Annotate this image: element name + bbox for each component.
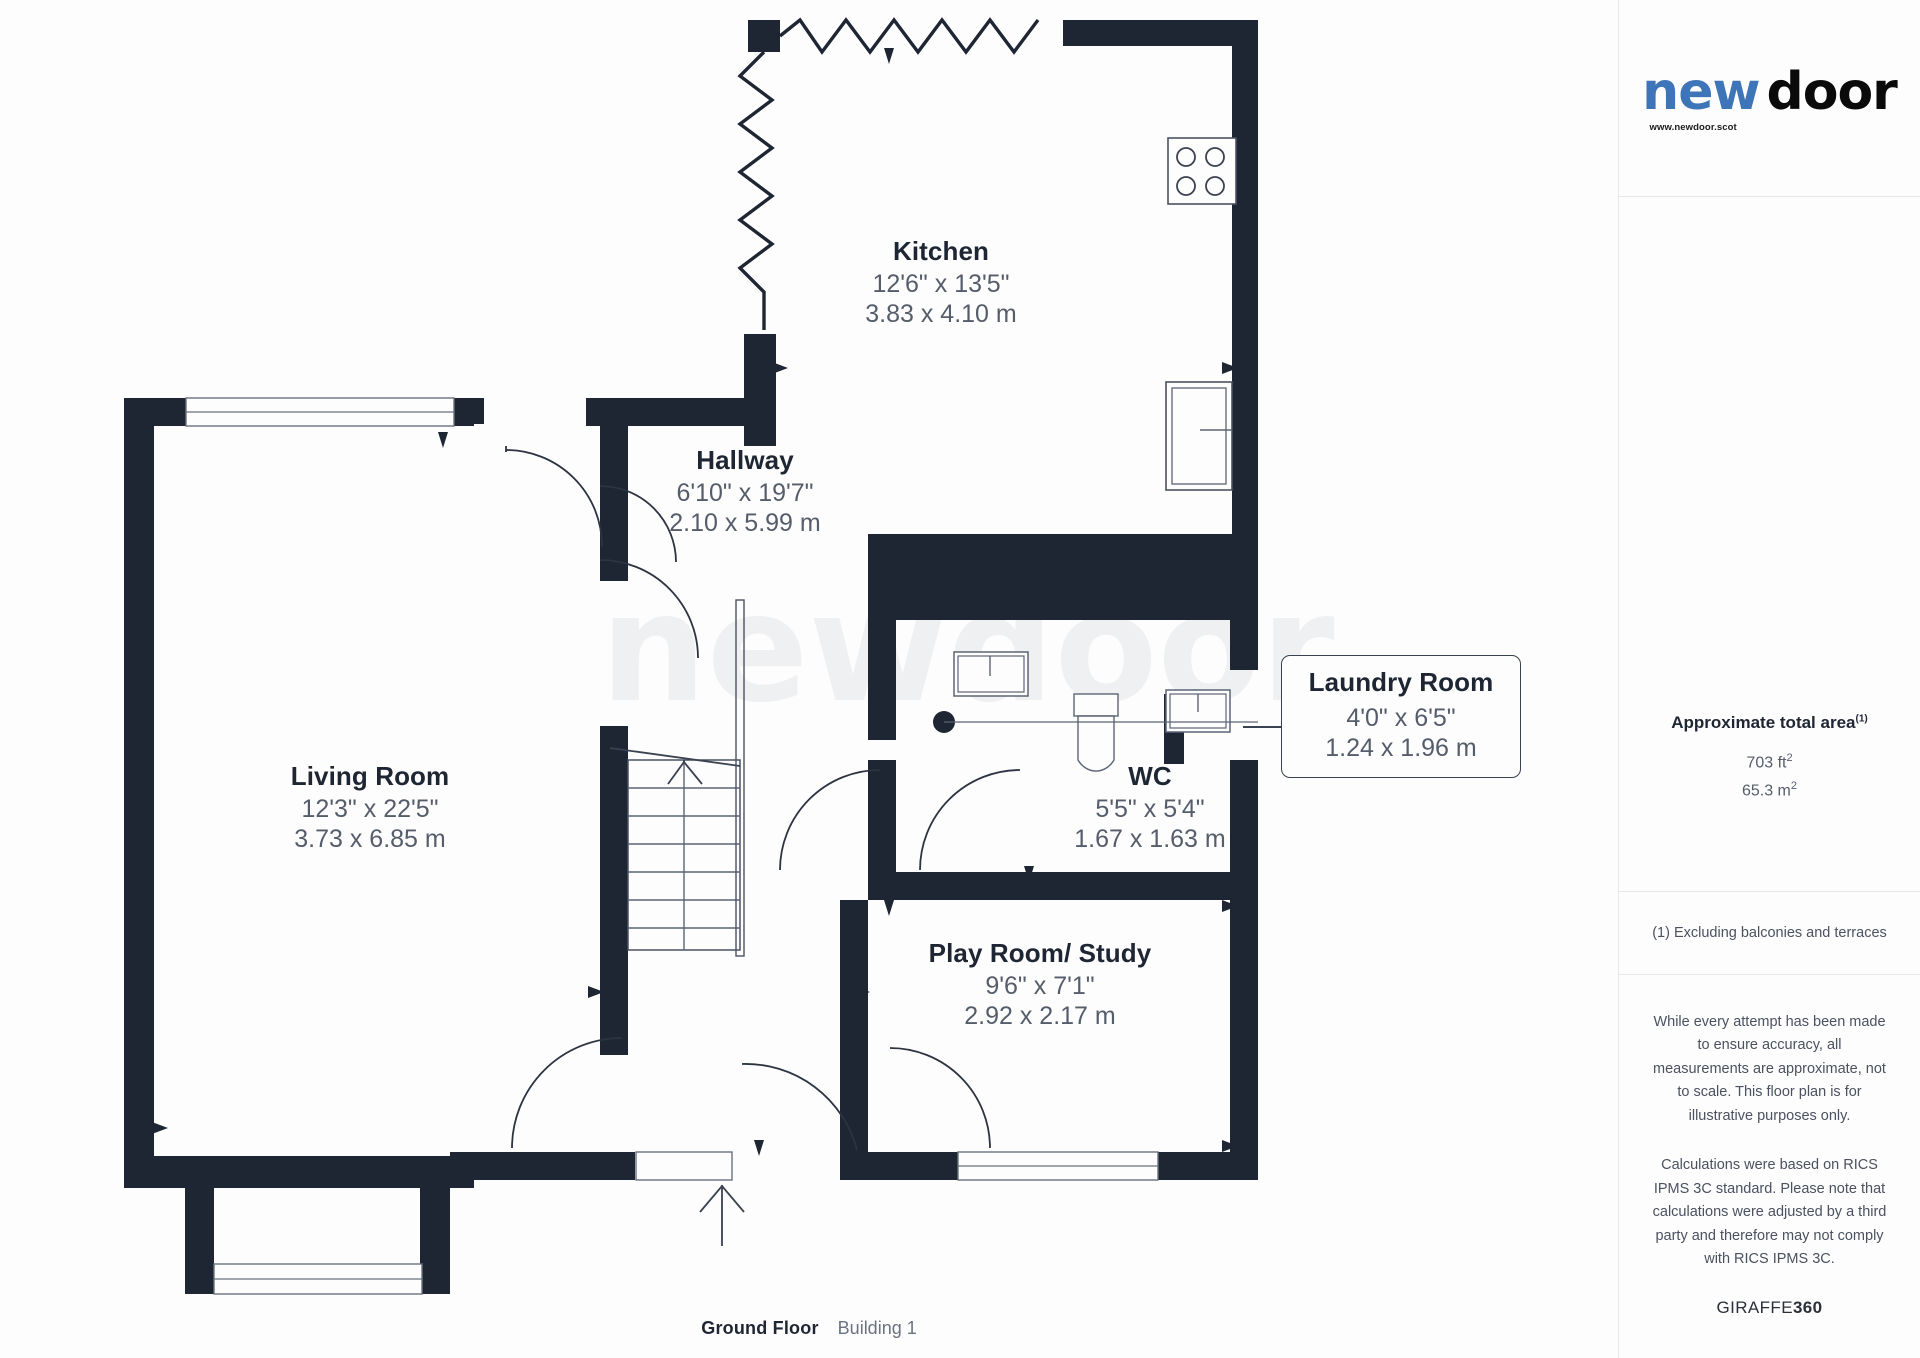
divider <box>1619 196 1920 197</box>
total-area-imperial: 703 ft2 <box>1619 749 1920 777</box>
disclaimer-accuracy: While every attempt has been made to ens… <box>1653 1014 1886 1124</box>
room-label-laundry-room: Laundry Room 4'0" x 6'5" 1.24 x 1.96 m <box>1281 655 1521 778</box>
entrance-arrow <box>699 1184 745 1246</box>
provider-name: GIRAFFE <box>1716 1297 1793 1317</box>
imperial-unit: 2 <box>1786 752 1793 764</box>
room-name: Laundry Room <box>1308 667 1494 697</box>
divider <box>1619 974 1920 975</box>
total-area-section: Approximate total area(1) 703 ft2 65.3 m… <box>1619 197 1920 891</box>
total-area-title: Approximate total area(1) <box>1619 713 1920 733</box>
label-leader-line <box>1243 726 1283 728</box>
room-dimension-metric: 1.24 x 1.96 m <box>1325 733 1477 762</box>
door-swing-group <box>505 446 1021 1151</box>
metric-unit: 2 <box>1790 780 1798 793</box>
logo-word-door: door <box>1766 62 1898 122</box>
disclaimer-section: While every attempt has been made to ens… <box>1619 975 1920 1318</box>
open-boundary-zigzag <box>737 17 1040 330</box>
imperial-value: 703 ft <box>1746 754 1787 772</box>
kitchen-fixtures <box>1165 137 1237 491</box>
room-dimension-imperial: 4'0" x 6'5" <box>1346 704 1456 732</box>
provider-suffix: 360 <box>1792 1297 1823 1317</box>
footnote-exclusions: (1) Excluding balconies and terraces <box>1652 925 1887 941</box>
floor-caption: Ground Floor Building 1 <box>0 1318 1618 1339</box>
logo-word-new: new <box>1642 62 1760 122</box>
floorplan-canvas: .wall { fill: #1e2533; } .thin { fill: n… <box>0 17 1618 1339</box>
dimension-markers <box>152 48 1238 1264</box>
metric-value: 65.3 m <box>1741 782 1791 800</box>
building-name: Building 1 <box>837 1318 917 1338</box>
toilet-icon <box>1073 693 1119 772</box>
window-group <box>185 397 1159 1295</box>
appliance-icon <box>1165 381 1233 491</box>
hob-icon <box>1167 137 1237 205</box>
total-area-title-text: Approximate total area <box>1671 713 1856 732</box>
disclaimer-rics: Calculations were based on RICS IPMS 3C … <box>1652 1157 1887 1268</box>
total-area-superscript: (1) <box>1855 713 1868 725</box>
provider-branding: GIRAFFE360 <box>1649 1298 1890 1318</box>
logo-url: www.newdoor.scot <box>1649 122 1737 133</box>
total-area-metric: 65.3 m2 <box>1619 777 1920 805</box>
staircase <box>609 599 745 957</box>
divider <box>1619 891 1920 892</box>
floor-name: Ground Floor <box>701 1318 819 1338</box>
floorplan-drawing: .wall { fill: #1e2533; } .thin { fill: n… <box>124 17 1335 1295</box>
basin-icon <box>953 651 1029 697</box>
sanitary-fixtures <box>933 651 1258 772</box>
